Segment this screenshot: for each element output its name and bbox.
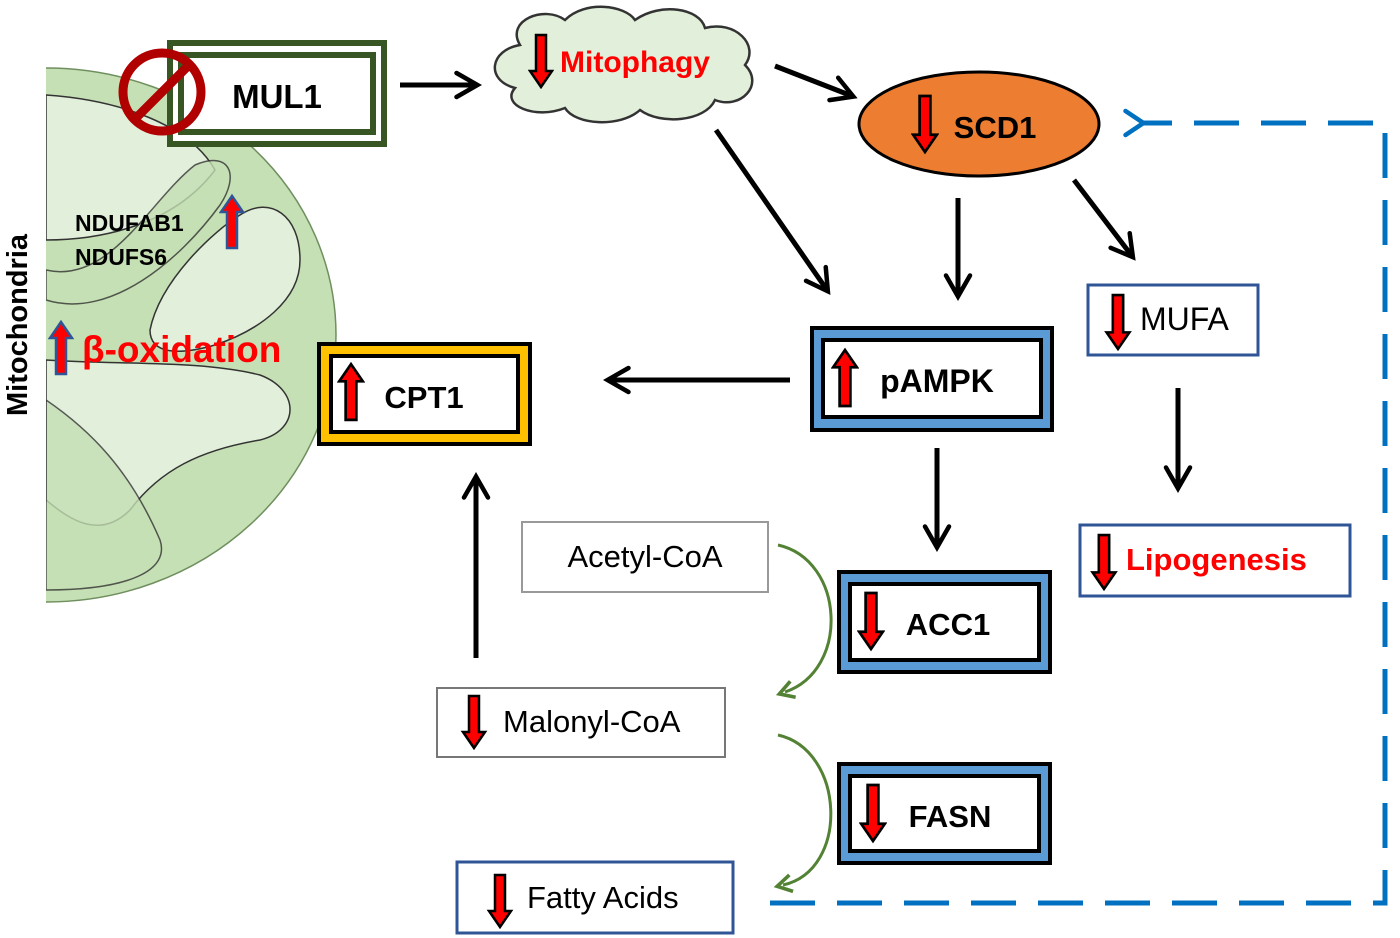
node-mul1: MUL1 <box>167 40 387 147</box>
node-mufa: MUFA <box>1086 283 1260 357</box>
inhibition-icon <box>118 48 206 136</box>
fasn-label: FASN <box>909 799 992 834</box>
fatty-acids-label: Fatty Acids <box>527 880 679 915</box>
mitophagy-label: Mitophagy <box>560 46 710 79</box>
node-pampk: pAMPK <box>810 326 1054 432</box>
node-lipogenesis: Lipogenesis <box>1078 523 1352 598</box>
mufa-label: MUFA <box>1140 301 1230 337</box>
node-fatty-acids: Fatty Acids <box>455 860 735 935</box>
cpt1-label: CPT1 <box>384 380 463 415</box>
node-malonyl-coa: Malonyl-CoA <box>436 687 726 758</box>
beta-oxidation-label: β-oxidation <box>82 329 281 370</box>
node-scd1: SCD1 <box>857 70 1101 178</box>
node-fasn: FASN <box>837 762 1052 865</box>
pampk-label: pAMPK <box>880 363 994 399</box>
node-cpt1: CPT1 <box>317 342 532 446</box>
scd1-label: SCD1 <box>954 110 1037 145</box>
gene-ndufab1: NDUFAB1 <box>75 210 184 236</box>
gene-ndufs6: NDUFS6 <box>75 244 167 270</box>
edge-malonyl-fatty-acids <box>773 733 833 894</box>
node-acetyl-coa: Acetyl-CoA <box>521 521 769 593</box>
malonyl-coa-label: Malonyl-CoA <box>503 704 681 739</box>
acc1-label: ACC1 <box>906 607 990 642</box>
lipogenesis-label: Lipogenesis <box>1126 542 1307 577</box>
mul1-label: MUL1 <box>232 78 322 115</box>
mitochondria-illustration <box>46 67 337 603</box>
edges <box>400 63 1193 658</box>
edge-scd1-mufa <box>1072 178 1136 261</box>
edge-mitophagy-scd1 <box>774 63 858 103</box>
edge-mitophagy-pampk <box>713 128 831 295</box>
acetyl-coa-label: Acetyl-CoA <box>567 539 722 574</box>
node-acc1: ACC1 <box>837 570 1052 674</box>
edge-feedback-fatty-acids-scd1 <box>770 108 1388 906</box>
mitochondria-label: Mitochondria <box>2 233 34 416</box>
node-mitophagy: Mitophagy <box>493 5 754 124</box>
edge-acetyl-malonyl <box>775 543 833 700</box>
